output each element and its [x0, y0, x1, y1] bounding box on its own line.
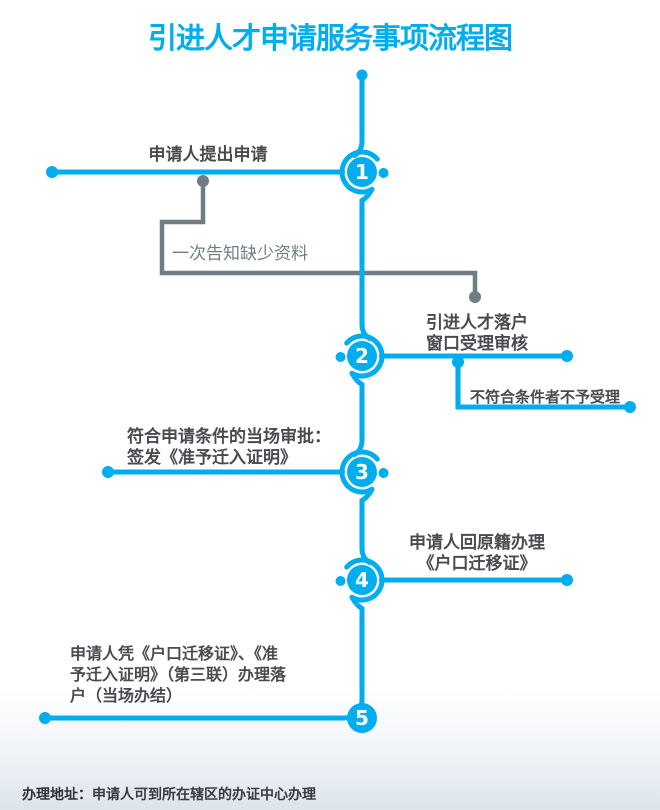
node3-side-dot [378, 468, 389, 478]
step2-end-dot [561, 350, 573, 362]
step3-end-dot [102, 466, 114, 478]
node4-side-dot [335, 576, 346, 586]
footer-background [0, 690, 660, 810]
node2-ring [344, 333, 385, 379]
step-4-marker: 4 [347, 565, 377, 595]
missing-info-label: 一次告知缺少资料 [172, 244, 308, 264]
step-4-label: 申请人回原籍办理 《户口迁移证》 [409, 533, 545, 574]
node2-side-dot [335, 352, 346, 362]
reject-branch-line [455, 359, 633, 410]
footer-address: 办理地址：申请人可到所在辖区的办证中心办理 [22, 784, 316, 804]
missing-info-end-dot [469, 291, 481, 303]
missing-info-connector [159, 181, 478, 296]
step-5-number: 5 [355, 706, 369, 730]
node1-ring [339, 149, 380, 195]
segment-start [352, 75, 365, 158]
missing-info-start-dot [197, 175, 209, 187]
segment-2-3 [349, 370, 365, 457]
step-1-label: 申请人提出申请 [148, 145, 268, 165]
footer-address-label: 办理地址： [22, 787, 92, 803]
step-3-label: 符合申请条件的当场审批： 签发《准予迁入证明》 [127, 427, 331, 468]
step-5-label: 申请人凭《户口迁移证》、《准 予迁入证明》（第三联）办理落 户（当场办结） [70, 644, 287, 705]
step-5-marker: 5 [347, 703, 377, 733]
page-title: 引进人才申请服务事项流程图 [147, 21, 513, 55]
flow-start-dot [356, 69, 368, 81]
reject-label: 不符合条件者不予受理 [470, 388, 621, 406]
reject-start-dot [452, 356, 464, 368]
step-1-marker: 1 [347, 157, 377, 187]
step-2-label: 引进人才落户 窗口受理审核 [426, 313, 528, 354]
segment-1-2 [359, 186, 375, 341]
step-1-number: 1 [355, 160, 369, 184]
node4-ring [344, 557, 385, 603]
step4-end-dot [561, 574, 573, 586]
step1-end-dot [46, 166, 58, 178]
missing-info-line [159, 181, 478, 296]
main-flow-line [42, 75, 633, 721]
step-2-marker: 2 [347, 341, 377, 371]
step-2-number: 2 [355, 344, 369, 368]
node1-side-dot [378, 168, 389, 178]
step-3-marker: 3 [347, 457, 377, 487]
step-3-number: 3 [355, 460, 369, 484]
node3-ring [339, 449, 380, 495]
step5-end-dot [39, 712, 51, 724]
reject-end-dot [624, 401, 636, 413]
footer-address-text: 申请人可到所在辖区的办证中心办理 [92, 787, 316, 803]
segment-3-4 [359, 486, 375, 565]
step-4-number: 4 [355, 568, 369, 592]
